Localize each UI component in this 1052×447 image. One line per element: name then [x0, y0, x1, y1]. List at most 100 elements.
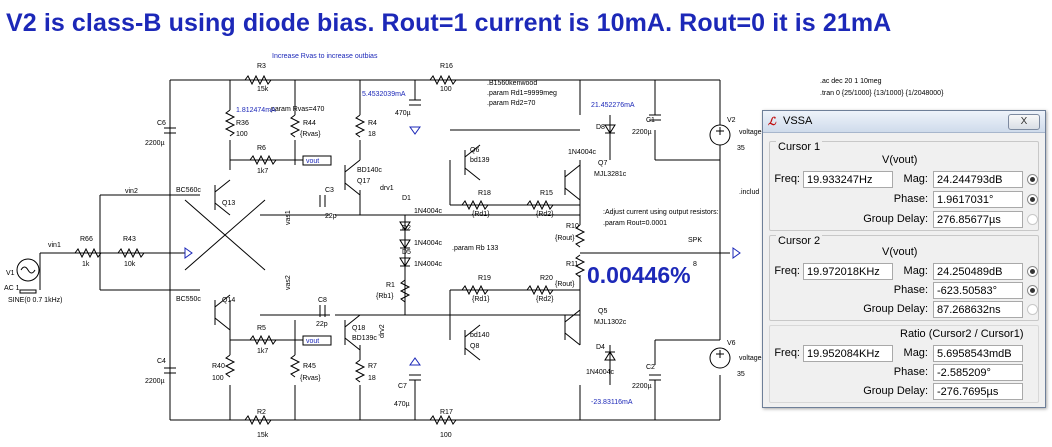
label-voltage-1: voltage	[739, 129, 762, 136]
label-d1: D1	[402, 195, 411, 202]
label-spkv: 8	[693, 261, 697, 268]
ratio-phase-label: Phase:	[893, 366, 928, 378]
label-r10v: {Rout}	[555, 235, 575, 242]
label-r19v: {Rd1}	[472, 296, 490, 303]
cursor2-phase-field[interactable]: -623.50583°	[933, 282, 1023, 299]
wires	[39, 79, 730, 421]
cursor2-gd-radio[interactable]	[1027, 304, 1038, 315]
cursor1-gd-radio[interactable]	[1027, 214, 1038, 225]
cursor1-freq-field[interactable]: 19.933247Hz	[803, 171, 893, 188]
label-r1: R1	[386, 282, 395, 289]
ratio-mag-label: Mag:	[903, 347, 928, 359]
label-r44v: {Rvas}	[300, 131, 321, 138]
cursor1-gd-field[interactable]: 276.85677µs	[933, 211, 1023, 228]
cursor1-mag-radio[interactable]	[1027, 174, 1038, 185]
label-ac: AC 1	[4, 285, 20, 292]
close-button[interactable]: X	[1008, 114, 1040, 130]
cursor1-group: Cursor 1 V(vout) Freq: 19.933247Hz Mag: …	[769, 141, 1039, 231]
cursor2-gd-label: Group Delay:	[863, 303, 928, 315]
page-title: V2 is class-B using diode bias. Rout=1 c…	[6, 9, 892, 37]
label-r36v: 100	[236, 131, 248, 138]
note-rvas: Increase Rvas to increase outbias	[272, 53, 378, 60]
label-q7-part: MJL3281c	[594, 171, 627, 178]
label-spk: SPK	[688, 237, 702, 244]
label-c3: C3	[325, 187, 334, 194]
label-c3v: 22p	[325, 213, 337, 220]
label-c1: C1	[646, 117, 655, 124]
label-c7v: 470µ	[394, 401, 410, 408]
label-r45v: {Rvas}	[300, 375, 321, 382]
cursor1-phase-field[interactable]: 1.9617031°	[933, 191, 1023, 208]
label-r16v: 100	[440, 86, 452, 93]
cursor-window-titlebar[interactable]: ℒ VSSA X	[763, 111, 1045, 133]
label-r5: R5	[257, 325, 266, 332]
capacitors	[164, 99, 661, 381]
label-r6v: 1k7	[257, 168, 268, 175]
cursor1-header: V(vout)	[882, 154, 918, 166]
label-q18: Q18	[352, 325, 365, 332]
probe-bottom: -23.83116mA	[591, 399, 633, 406]
label-r40v: 100	[212, 375, 224, 382]
distortion-readout: 0.00446%	[587, 262, 691, 288]
label-vin2: vin2	[125, 188, 138, 195]
label-d2: D2	[402, 225, 411, 232]
label-v2v: 35	[737, 145, 745, 152]
label-r11v: {Rout}	[555, 281, 575, 288]
include-directive: .includ	[739, 189, 759, 196]
cursor2-group: Cursor 2 V(vout) Freq: 19.972018KHz Mag:…	[769, 235, 1039, 321]
label-r4v: 18	[368, 131, 376, 138]
cursor2-freq-label: Freq:	[774, 265, 800, 277]
ratio-phase-field[interactable]: -2.585209°	[933, 364, 1023, 381]
label-q14-part: BC550c	[176, 296, 201, 303]
label-c8v: 22p	[316, 321, 328, 328]
label-r7v: 18	[368, 375, 376, 382]
label-r45: R45	[303, 363, 316, 370]
cursor2-header: V(vout)	[882, 246, 918, 258]
probe-r36: 1.812474mA	[236, 107, 276, 114]
cursor-window-title: VSSA	[783, 115, 813, 127]
label-d8: D8	[596, 124, 605, 131]
cursor2-mag-radio[interactable]	[1027, 266, 1038, 277]
cursor2-freq-field[interactable]: 19.972018KHz	[803, 263, 893, 280]
label-v6: V6	[727, 340, 736, 347]
label-c8: C8	[318, 297, 327, 304]
label-v1: V1	[6, 270, 15, 277]
param-block-2: .param Rd1=9999meg	[487, 90, 557, 97]
label-r3: R3	[257, 63, 266, 70]
label-c7: C7	[398, 383, 407, 390]
label-q8-part: bd140	[470, 332, 490, 339]
label-r5v: 1k7	[257, 348, 268, 355]
ratio-mag-field[interactable]: 5.6958543mdB	[933, 345, 1023, 362]
transistors	[214, 144, 581, 361]
label-r20: R20	[540, 275, 553, 282]
label-r11: R11	[566, 261, 578, 268]
label-r4: R4	[368, 120, 377, 127]
ratio-gd-field[interactable]: -276.7695µs	[933, 383, 1023, 400]
cursor1-phase-radio[interactable]	[1027, 194, 1038, 205]
ratio-freq-label: Freq:	[774, 347, 800, 359]
label-d4: D4	[596, 344, 605, 351]
cursor2-mag-field[interactable]: 24.250489dB	[933, 263, 1023, 280]
label-r15: R15	[540, 190, 553, 197]
ltspice-icon: ℒ	[768, 116, 776, 128]
label-d4-part: 1N4004c	[586, 369, 615, 376]
label-r40: R40	[212, 363, 225, 370]
label-sine: SINE(0 0.7 1kHz)	[8, 297, 62, 304]
resistors	[74, 74, 586, 426]
label-q8: Q8	[470, 343, 479, 350]
cursor1-mag-field[interactable]: 24.244793dB	[933, 171, 1023, 188]
label-r44: R44	[303, 120, 316, 127]
cursor2-phase-radio[interactable]	[1027, 285, 1038, 296]
cursor-window[interactable]: ℒ VSSA X Cursor 1 V(vout) Freq: 19.93324…	[762, 110, 1046, 408]
label-c4v: 2200µ	[145, 378, 165, 385]
label-q14: Q14	[222, 297, 235, 304]
label-r16: R16	[440, 63, 453, 70]
param-rvas: .param Rvas=470	[269, 106, 325, 113]
label-vin1: vin1	[48, 242, 61, 249]
ratio-freq-field[interactable]: 19.952084KHz	[803, 345, 893, 362]
port-markers	[19, 126, 741, 366]
param-block-3: .param Rd2=70	[487, 100, 536, 107]
label-q5: Q5	[598, 308, 607, 315]
cursor2-gd-field[interactable]: 87.268632ns	[933, 301, 1023, 318]
